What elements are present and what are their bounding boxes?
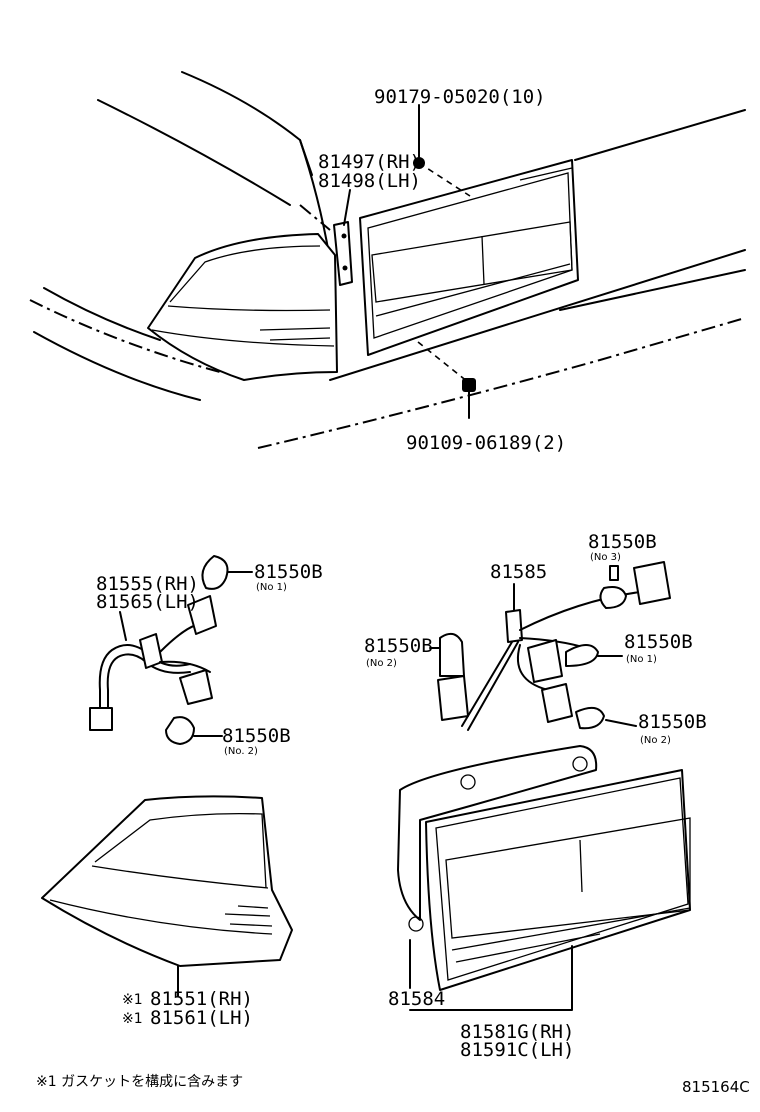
bracket-top [333, 221, 353, 286]
combination-lamp-top [147, 233, 338, 381]
label-lamp-rh: 81551(RH) [150, 988, 253, 1010]
bulb-right-2a-icon [439, 632, 465, 677]
label-lamp-lh: 81561(LH) [150, 1007, 253, 1029]
socket-wire-right [437, 561, 671, 731]
leader-bracket [343, 189, 351, 226]
label-gasket: 81584 [388, 988, 445, 1010]
label-bulb-left-1: 81550B [254, 561, 323, 583]
label-socket-lh: 81565(LH) [96, 591, 199, 613]
leader-socket-left [119, 611, 127, 641]
label-screw-bottom: 90109-06189(2) [406, 432, 566, 454]
screw-bottom-icon [417, 341, 476, 419]
label-bulb-right-3-sub: (No 3) [590, 552, 621, 563]
label-bolt-top: 90179-05020(10) [374, 86, 546, 108]
back-door-lens-top [359, 159, 579, 356]
back-door-lens [425, 769, 691, 991]
leader-lens [409, 945, 573, 1011]
label-lamp-rh-mark: ※1 [122, 992, 143, 1008]
vehicle-rear-body [29, 71, 746, 449]
rear-combination-lamp [41, 795, 293, 967]
label-bulb-right-2a: 81550B [364, 635, 433, 657]
bulb-right-3-icon [599, 565, 627, 609]
label-bulb-right-2a-sub: (No 2) [366, 658, 397, 669]
bulb-left-2-icon [165, 716, 223, 745]
label-bulb-left-1-sub: (No 1) [256, 582, 287, 593]
footnote: ※1 ガスケットを構成に含みます [36, 1074, 243, 1090]
bulb-right-2b-icon [575, 706, 637, 730]
label-bulb-left-2: 81550B [222, 725, 291, 747]
reference-number: 815164C [682, 1078, 750, 1096]
label-bulb-right-3: 81550B [588, 531, 657, 553]
label-bulb-right-1-sub: (No 1) [626, 654, 657, 665]
label-bracket-rh: 81497(RH) [318, 151, 421, 173]
label-bulb-left-2-sub: (No. 2) [224, 746, 258, 757]
label-bracket-lh: 81498(LH) [318, 170, 421, 192]
gasket [397, 745, 598, 932]
label-lamp-lh-mark: ※1 [122, 1011, 143, 1027]
label-lens-rh: 81581G(RH) [460, 1021, 574, 1043]
label-bulb-right-1: 81550B [624, 631, 693, 653]
label-socket-rh: 81555(RH) [96, 573, 199, 595]
label-bulb-right-2b: 81550B [638, 711, 707, 733]
label-bulb-right-2b-sub: (No 2) [640, 735, 671, 746]
bulb-right-1-icon [565, 644, 623, 667]
label-lens-lh: 81591C(LH) [460, 1039, 574, 1061]
bolt-top-icon [413, 104, 471, 197]
label-socket-right: 81585 [490, 561, 547, 583]
bulb-left-1-icon [201, 555, 253, 590]
socket-wire-left [89, 595, 217, 731]
